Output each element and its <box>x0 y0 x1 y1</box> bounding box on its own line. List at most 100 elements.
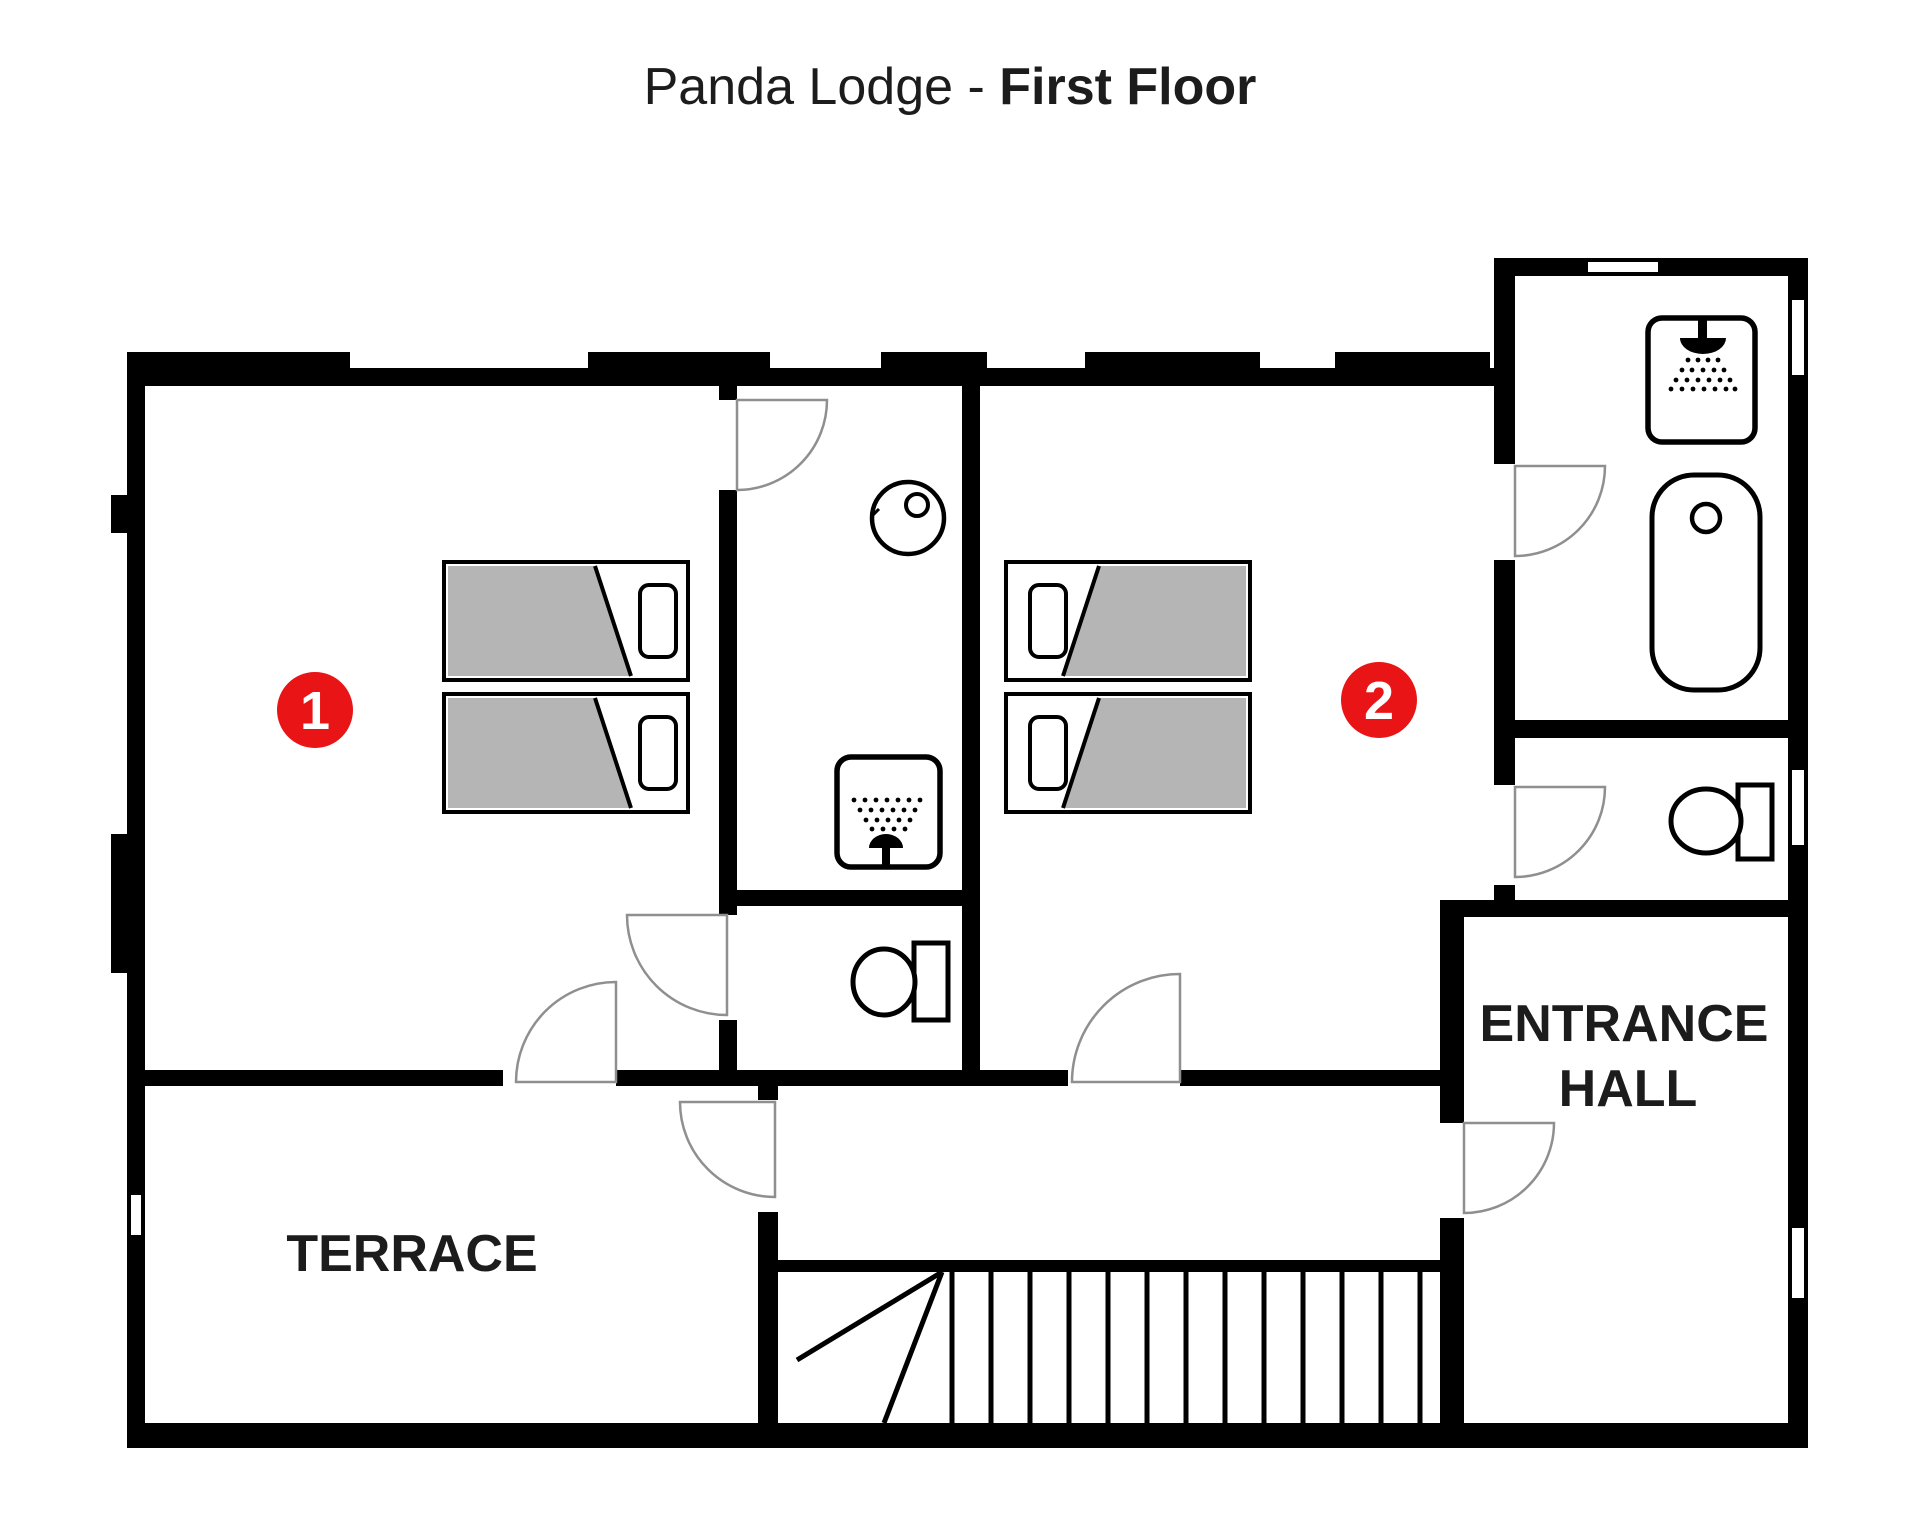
wall-left-upper <box>127 368 145 1195</box>
bathtub-drain-icon <box>1689 501 1723 535</box>
middle-shower-room <box>834 479 947 870</box>
toilet-tank-right-icon <box>1735 782 1775 862</box>
door-bedroom2-bathroom <box>1513 464 1607 558</box>
wall-right-2 <box>1788 375 1808 770</box>
bed2-b-pillow <box>1028 715 1068 791</box>
title-prefix: Panda Lodge - <box>644 58 1000 116</box>
window-terrace-line2 <box>141 1195 145 1235</box>
wall-right-1 <box>1788 258 1808 300</box>
bed1-b-fold <box>593 697 633 809</box>
bed2-b-fold <box>1061 697 1101 809</box>
wall-terrace-stairs-stub <box>758 1086 778 1100</box>
round-sink-icon <box>869 479 947 557</box>
shower-stem-middle <box>882 848 890 865</box>
window-left-1 <box>111 495 145 533</box>
wall-bed1-mid-stub <box>719 386 737 400</box>
staircase <box>795 1269 1423 1424</box>
door-terrace-hall <box>678 1100 777 1199</box>
window-right-2a <box>1788 770 1792 845</box>
window-top-3 <box>881 352 987 386</box>
door-bedroom1-terrace <box>514 980 618 1084</box>
stair-winder-1 <box>795 1269 944 1363</box>
entrance-hall-label-line1: ENTRANCE <box>1480 995 1769 1053</box>
wall-bed1-mid-main <box>719 490 737 915</box>
window-block-top-line1 <box>1588 258 1658 262</box>
window-top-4 <box>1085 352 1260 386</box>
window-top-1 <box>127 352 350 386</box>
shower-stem-right <box>1698 318 1707 338</box>
terrace-label: TERRACE <box>286 1225 537 1283</box>
door-bedroom1-wc <box>625 913 729 1017</box>
bed2-a-fold <box>1061 565 1101 677</box>
window-right-2b <box>1804 770 1808 845</box>
round-sink-notch <box>869 507 881 519</box>
bed1-a-blanket <box>448 566 631 676</box>
toilet-tank-middle-icon <box>911 940 951 1023</box>
window-top-2 <box>588 352 770 386</box>
window-right-1a <box>1788 300 1792 375</box>
wall-right-3 <box>1788 845 1808 1228</box>
bed2-b-blanket <box>1063 698 1246 808</box>
bed1-a-fold <box>593 565 633 677</box>
shower-tray-middle-icon <box>834 754 943 870</box>
wall-bottom <box>127 1423 1808 1448</box>
window-right-3a <box>1788 1228 1792 1298</box>
shower-head-right-icon <box>1680 338 1726 354</box>
wall-main-horiz-2 <box>616 1070 1068 1086</box>
round-sink-drain-icon <box>904 492 930 518</box>
wall-mid-divider <box>737 890 962 906</box>
window-block-top-line2 <box>1588 272 1658 276</box>
bedroom1-beds <box>442 560 690 814</box>
bed2-a-pillow <box>1028 583 1068 659</box>
marker-1-number: 1 <box>300 681 330 741</box>
middle-wc <box>850 940 951 1023</box>
bathtub-icon <box>1649 472 1763 693</box>
window-right-3b <box>1804 1228 1808 1298</box>
door-bedroom1-shower <box>735 398 829 492</box>
bedroom-1-marker: 1 <box>277 672 353 748</box>
bed2-a-blanket <box>1063 566 1246 676</box>
window-left-2 <box>111 834 145 973</box>
wall-entrance-top <box>1440 900 1808 917</box>
marker-2-number: 2 <box>1364 671 1394 731</box>
doors <box>514 398 1607 1215</box>
toilet-bowl-middle-icon <box>850 946 918 1018</box>
window-terrace-line1 <box>127 1195 131 1235</box>
wall-block-top-left <box>1494 258 1588 276</box>
wall-left-lower <box>127 1235 145 1448</box>
window-top-5 <box>1335 352 1490 386</box>
page-title: Panda Lodge - First Floor <box>644 58 1257 116</box>
wall-bed2-bath-upper <box>1494 258 1515 464</box>
wall-mid-bed2 <box>962 386 980 1070</box>
wall-bed1-mid-low <box>719 1020 737 1070</box>
wall-main-horiz-1 <box>127 1070 503 1086</box>
wall-stairs-top <box>778 1260 1440 1272</box>
marker-2-circle <box>1341 662 1417 738</box>
shower-spray-right <box>1668 357 1738 392</box>
bed1-a-pillow <box>638 583 678 659</box>
wall-bath-wc-divider <box>1515 720 1788 738</box>
title-emphasis: First Floor <box>999 58 1256 116</box>
door-entrance-hall <box>1462 1121 1556 1215</box>
wall-bed2-bath-low <box>1494 885 1515 900</box>
wall-right-4 <box>1788 1298 1808 1448</box>
bedroom2-beds <box>1004 560 1252 814</box>
stair-winder-2 <box>881 1271 945 1424</box>
wall-terrace-stairs <box>758 1212 778 1423</box>
bathroom-top-right <box>1645 315 1763 693</box>
wall-block-top-right <box>1658 258 1808 276</box>
window-right-1b <box>1804 300 1808 375</box>
bed1-b-blanket <box>448 698 631 808</box>
bedroom-2-marker: 2 <box>1341 662 1417 738</box>
toilet-bowl-right-icon <box>1668 786 1744 856</box>
shower-head-middle-icon <box>869 834 903 848</box>
wall-main-horiz-3 <box>1180 1070 1464 1086</box>
wc-right <box>1668 782 1775 862</box>
marker-1-circle <box>277 672 353 748</box>
bed1-b-pillow <box>638 715 678 791</box>
walls <box>111 258 1808 1448</box>
wall-entrance-left-lower <box>1440 1218 1464 1423</box>
